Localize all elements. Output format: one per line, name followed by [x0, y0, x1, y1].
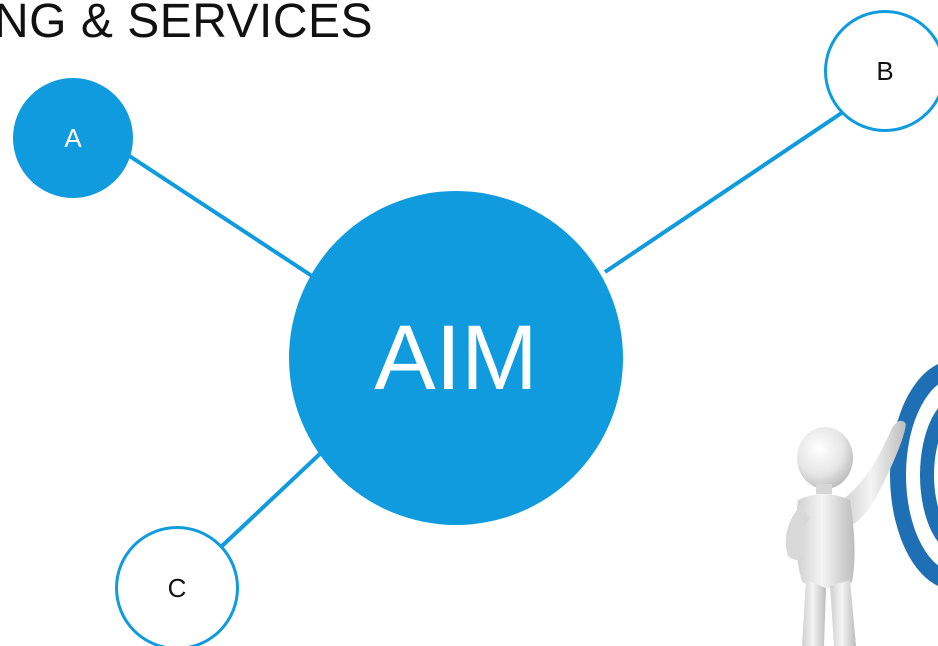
node-aim-label: AIM	[374, 306, 538, 409]
node-b-label: B	[876, 55, 894, 86]
connector-a-aim	[126, 153, 314, 278]
target-icon	[890, 364, 938, 586]
connector-c-aim	[220, 448, 326, 548]
node-a: A	[13, 78, 133, 198]
node-aim: AIM	[289, 191, 623, 525]
node-a-label: A	[64, 122, 82, 153]
node-b: B	[824, 10, 938, 132]
page-title: NG & SERVICES	[0, 0, 374, 48]
connector-b-aim	[603, 108, 848, 274]
person-with-target-icon	[785, 364, 938, 646]
node-c-label: C	[167, 572, 187, 603]
person-figure	[785, 420, 906, 646]
node-c: C	[115, 526, 239, 646]
